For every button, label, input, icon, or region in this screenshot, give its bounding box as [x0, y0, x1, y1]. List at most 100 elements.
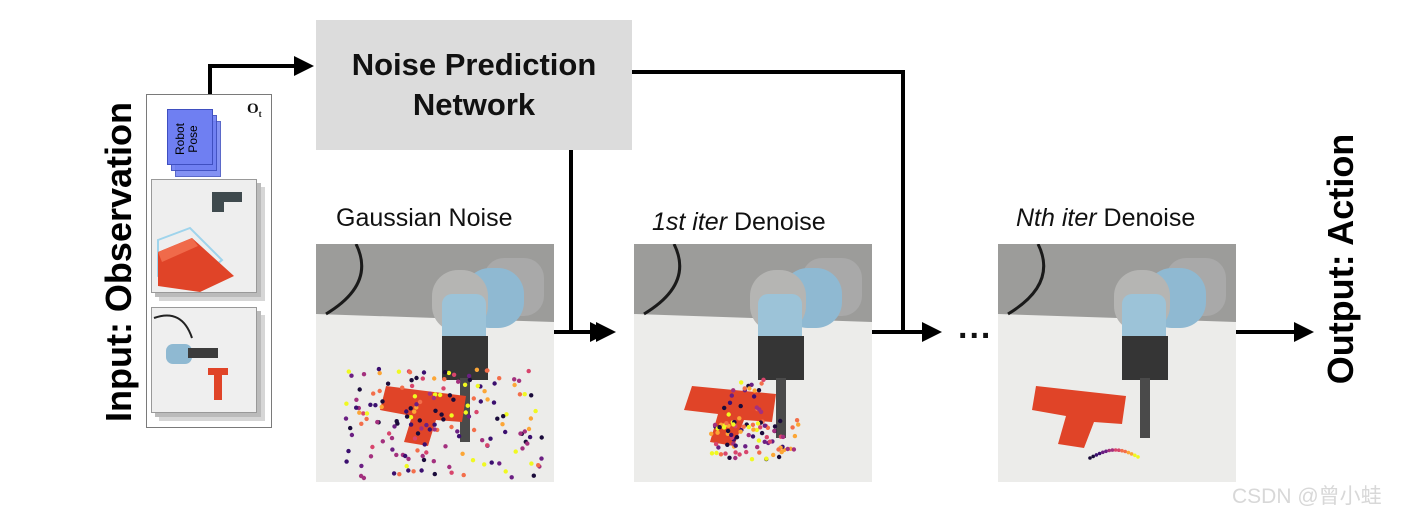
action-sample-dot — [467, 377, 473, 383]
action-sample-dot — [503, 429, 508, 435]
caption-1st-iter-denoise: 1st iter Denoise — [652, 208, 826, 236]
action-sample-dot — [480, 438, 485, 443]
action-sample-dot — [525, 441, 530, 446]
action-sample-dot — [419, 468, 424, 473]
action-sample-dot — [529, 461, 534, 466]
action-sample-dot — [465, 403, 470, 408]
action-sample-dot — [455, 429, 460, 434]
action-sample-dot — [421, 370, 427, 375]
action-sample-dot — [737, 416, 742, 421]
action-sample-dot — [733, 455, 738, 461]
action-sample-dot — [729, 393, 734, 398]
action-sample-dot — [737, 452, 742, 457]
ellipsis: ... — [958, 308, 993, 346]
action-sample-dot — [724, 421, 729, 426]
caption-nth-iter-denoise: Nth iter Denoise — [1016, 204, 1196, 232]
action-sample-dot — [380, 439, 385, 444]
action-sample-dot — [419, 426, 424, 431]
action-sample-dot — [501, 414, 506, 419]
action-sample-dot — [1126, 450, 1131, 455]
action-sample-dot — [408, 422, 414, 427]
action-sample-dot — [758, 409, 764, 415]
action-sample-dot — [733, 450, 738, 455]
action-sample-dot — [400, 385, 405, 390]
observation-panel: Robot Pose Ot — [146, 94, 272, 428]
caption-gaussian-noise: Gaussian Noise — [336, 204, 513, 232]
action-sample-dot — [522, 429, 527, 434]
action-sample-dot — [722, 405, 727, 411]
action-sample-dot — [1088, 456, 1092, 460]
action-sample-dot — [755, 421, 761, 426]
action-sample-dot — [738, 429, 743, 434]
action-sample-dot — [427, 391, 433, 396]
action-sample-dot — [725, 442, 730, 447]
action-sample-dot — [449, 470, 454, 475]
watermark: CSDN @曾小蛙 — [1232, 485, 1382, 508]
action-sample-dot — [389, 435, 395, 441]
action-sample-dot — [349, 373, 354, 378]
action-sample-dot — [512, 377, 517, 382]
action-sample-dot — [727, 400, 733, 405]
action-sample-dot — [358, 473, 364, 479]
action-sample-dot — [746, 432, 751, 438]
action-sample-dot — [785, 446, 790, 452]
action-sample-dot — [456, 434, 462, 439]
action-sample-dot — [485, 397, 490, 402]
observation-symbol: Ot — [247, 101, 262, 119]
action-sample-dot — [772, 428, 777, 434]
action-sample-dot — [408, 406, 413, 411]
action-sample-dot — [497, 461, 502, 466]
action-sample-dot — [364, 416, 369, 422]
action-sample-dot — [792, 433, 798, 439]
action-sample-dot — [712, 422, 718, 428]
action-sample-dot — [526, 426, 532, 432]
action-sample-dot — [791, 447, 797, 452]
action-sample-dot — [764, 435, 769, 440]
action-sample-dot — [750, 434, 756, 439]
action-sample-dot — [762, 423, 767, 428]
action-sample-dot — [449, 424, 454, 430]
camera-image-2 — [152, 308, 256, 412]
action-sample-dot — [461, 472, 466, 478]
action-sample-dot — [432, 427, 437, 432]
action-sample-dot — [394, 452, 399, 458]
action-sample-dot — [460, 451, 465, 456]
action-sample-dot — [377, 370, 382, 376]
action-sample-dot — [491, 400, 497, 405]
action-sample-dot — [772, 424, 778, 429]
output-action-label: Output: Action — [1320, 133, 1361, 385]
action-sample-dot — [406, 468, 411, 473]
action-sample-dot — [412, 409, 417, 414]
action-sample-dot — [756, 388, 762, 393]
action-sample-dot — [796, 422, 801, 427]
action-sample-dot — [516, 378, 522, 383]
action-sample-dot — [762, 439, 767, 444]
action-sample-dot — [503, 469, 508, 474]
action-sample-dot — [447, 464, 452, 470]
action-sample-dot — [377, 388, 382, 394]
action-sample-dot — [397, 472, 402, 477]
action-sample-dot — [495, 416, 500, 421]
action-sample-dot — [731, 388, 736, 393]
action-sample-dot — [754, 405, 759, 410]
action-sample-dot — [344, 401, 349, 406]
action-sample-dot — [718, 452, 724, 457]
action-sample-dot — [447, 393, 453, 398]
action-sample-dot — [409, 378, 414, 383]
action-sample-dot — [373, 403, 378, 408]
action-sample-dot — [474, 367, 480, 372]
action-sample-dot — [776, 454, 782, 460]
action-sample-dot — [376, 366, 382, 372]
action-sample-dot — [489, 460, 494, 465]
action-sample-dot — [492, 381, 497, 386]
action-sample-dot — [348, 425, 353, 431]
action-sample-dot — [729, 432, 734, 438]
action-sample-dot — [396, 369, 402, 374]
action-sample-dot — [408, 415, 414, 420]
action-sample-dot — [716, 445, 721, 450]
action-sample-dot — [723, 451, 728, 456]
action-sample-dot — [412, 436, 418, 441]
arrow-obs-to-network — [208, 56, 314, 94]
action-sample-dot — [404, 409, 409, 414]
